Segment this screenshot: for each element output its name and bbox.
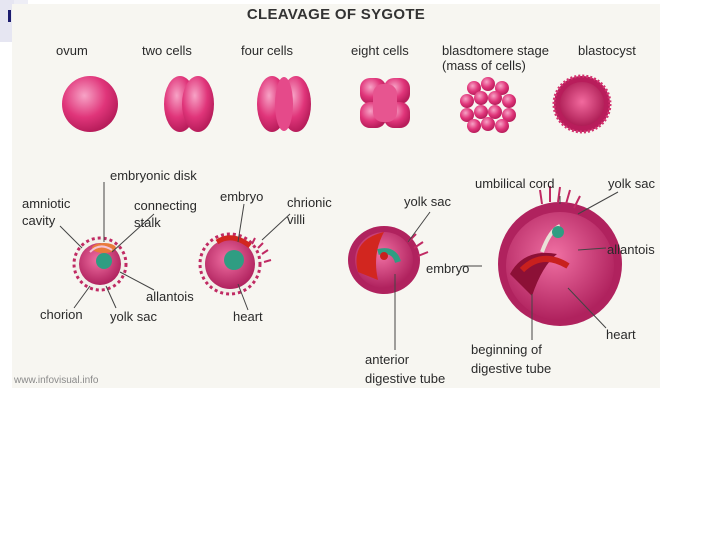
eight-cells [360, 78, 410, 128]
label-beginning-digestive-tube: digestive tube [471, 361, 552, 376]
ovum-cell [62, 76, 118, 132]
label-embryo-mid: embryo [426, 261, 470, 276]
label-four-cells: four cells [241, 43, 294, 58]
label-yolk-sac-right: yolk sac [608, 176, 655, 191]
label-eight-cells: eight cells [351, 43, 409, 58]
embryo-stage-2 [198, 232, 272, 296]
label-yolk-sac-mid: yolk sac [404, 194, 451, 209]
two-cells [164, 76, 214, 132]
four-cells [257, 76, 311, 132]
label-villi: villi [287, 212, 306, 227]
label-cavity: cavity [22, 213, 56, 228]
embryo-diagram: CLEAVAGE OF SYGOTE ovum two cells four c… [12, 4, 660, 388]
label-anterior-digestive-tube: digestive tube [365, 371, 446, 386]
label-connecting: connecting [134, 198, 197, 213]
label-allantois-right: allantois [607, 242, 655, 257]
label-blastomere-stage: blasdtomere stage [442, 43, 549, 58]
label-embryo-top: embryo [220, 189, 264, 204]
label-heart-right: heart [606, 327, 636, 342]
embryo-stage-3 [348, 226, 429, 294]
label-ovum: ovum [56, 43, 88, 58]
label-anterior: anterior [365, 352, 410, 367]
label-chorion: chorion [40, 307, 83, 322]
watermark: www.infovisual.info [14, 375, 99, 386]
label-beginning-of: beginning of [471, 342, 542, 357]
label-allantois-bottom: allantois [146, 289, 194, 304]
label-blastocyst: blastocyst [578, 43, 636, 58]
label-amniotic: amniotic [22, 196, 71, 211]
leader-lines [59, 182, 619, 350]
diagram-drawing [59, 74, 622, 350]
label-embryonic-disk: embryonic disk [110, 168, 197, 183]
label-two-cells: two cells [142, 43, 192, 58]
label-umbilical-cord: umbilical cord [475, 176, 555, 191]
label-heart-bottom: heart [233, 309, 263, 324]
label-yolk-sac-bottom: yolk sac [110, 309, 157, 324]
label-stalk: stalk [134, 215, 161, 230]
blastomere-mass [460, 77, 516, 133]
embryo-stage-4 [498, 186, 622, 326]
label-mass-of-cells: (mass of cells) [442, 58, 526, 73]
label-chrionic: chrionic [287, 195, 332, 210]
diagram-title: CLEAVAGE OF SYGOTE [246, 6, 426, 23]
blastocyst [552, 74, 612, 134]
slide-bullet [8, 10, 11, 22]
